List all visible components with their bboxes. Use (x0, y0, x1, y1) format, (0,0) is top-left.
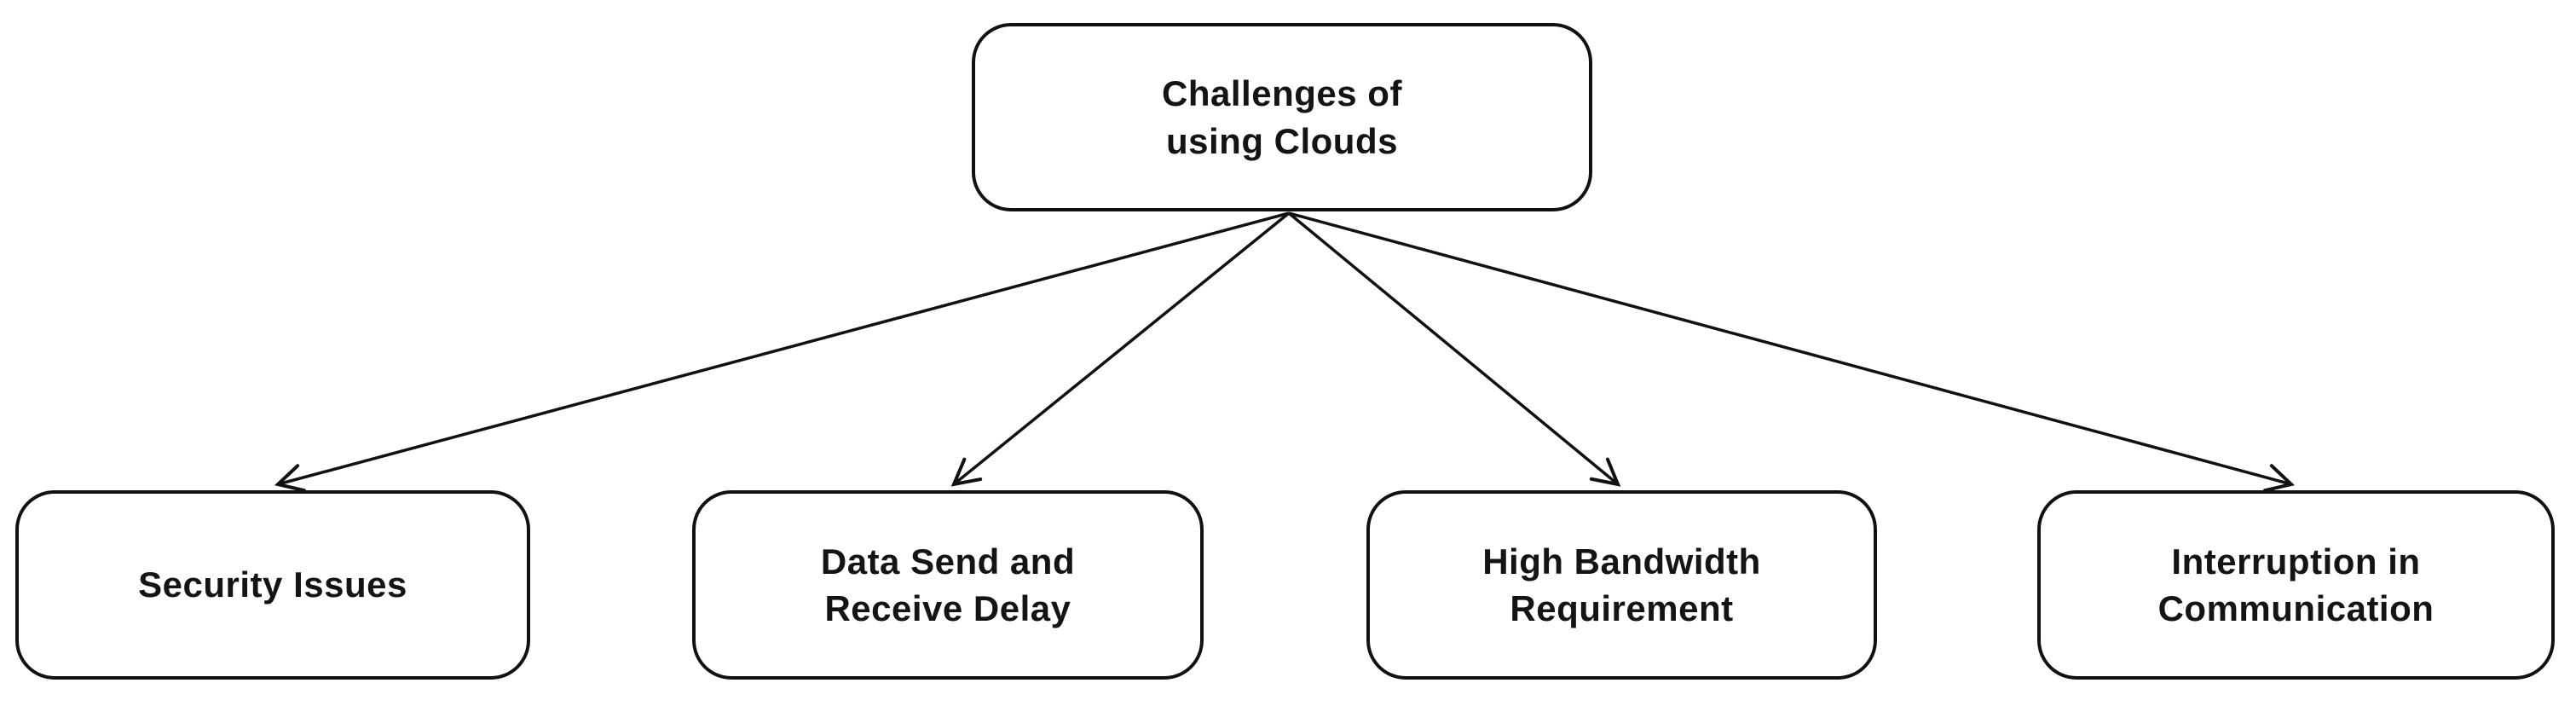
arrow-to-data-send-and-receive-delay (950, 211, 1291, 487)
node-label: High Bandwidth Requirement (1482, 541, 1761, 628)
node-data-send-and-receive-delay: Data Send and Receive Delay (692, 490, 1204, 680)
node-label: Data Send and Receive Delay (820, 541, 1076, 628)
arrow-to-high-bandwidth-requirement (1287, 211, 1621, 487)
node-label: Challenges of using Clouds (1162, 73, 1402, 161)
node-interruption-in-communication: Interruption in Communication (2037, 490, 2555, 680)
arrow-to-security-issues (274, 211, 1290, 493)
node-label: Interruption in Communication (2157, 541, 2434, 628)
arrow-to-interruption-in-communication (1288, 211, 2296, 493)
node-security-issues: Security Issues (15, 490, 530, 680)
node-challenges-of-using-clouds: Challenges of using Clouds (972, 23, 1592, 211)
node-label: Security Issues (138, 564, 407, 605)
node-high-bandwidth-requirement: High Bandwidth Requirement (1366, 490, 1877, 680)
